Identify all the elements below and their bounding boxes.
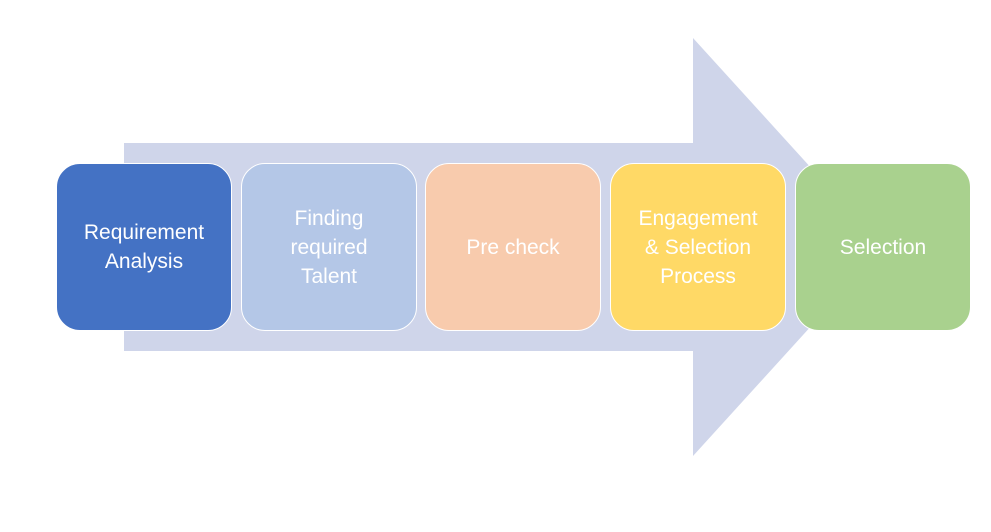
step-label: Pre check [466, 235, 560, 259]
step-engagement-selection-process: Engagement & Selection Process [610, 163, 786, 331]
step-requirement-analysis: Requirement Analysis [56, 163, 232, 331]
step-pre-check: Pre check [425, 163, 601, 331]
step-selection: Selection [795, 163, 971, 331]
step-finding-required-talent: Finding required Talent [241, 163, 417, 331]
step-label: Engagement & Selection Process [638, 206, 758, 288]
step-label: Selection [839, 235, 927, 259]
step-label: Requirement Analysis [83, 221, 205, 273]
step-label: Finding required Talent [290, 206, 368, 288]
